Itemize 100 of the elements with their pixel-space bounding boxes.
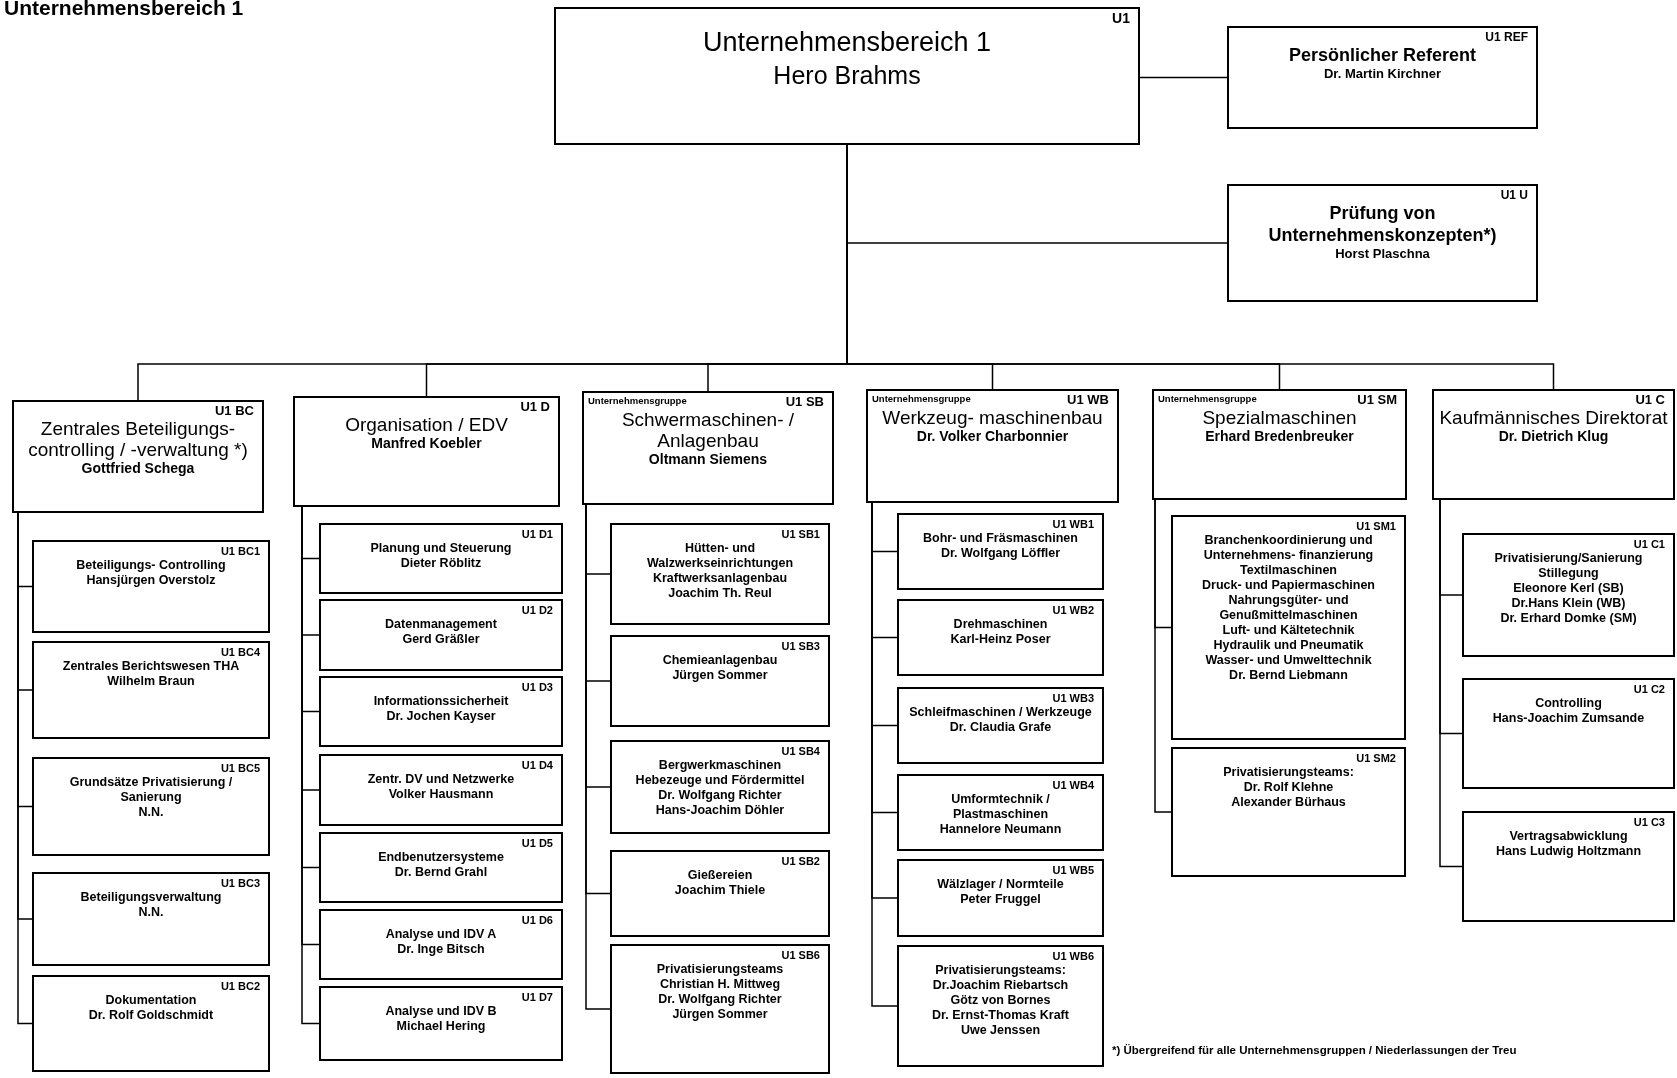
org-box [32,540,270,633]
unit-title: Endbenutzersysteme [378,850,504,865]
person-name: Eleonore Kerl (SB) [1513,581,1624,596]
unit-title: Dokumentation [105,993,197,1008]
unit-title: Chemieanlagenbau [662,653,778,668]
connector-line [1439,499,1463,868]
org-box [319,986,563,1061]
person-name: Dr. Volker Charbonnier [916,428,1069,444]
unit-title: Hütten- und Walzwerkseinrichtungen [645,541,795,571]
person-name: Dr.Joachim Riebartsch [932,978,1069,993]
person-name: N.N. [138,805,164,820]
unit-code: U1 WB6 [1052,949,1095,963]
unit-title: Controlling [1535,696,1602,711]
org-box [1227,26,1538,129]
unit-code: U1 BC4 [220,645,261,659]
org-box [897,513,1104,590]
unit-code: U1 C1 [1633,537,1666,551]
person-name: Dieter Röblitz [400,556,482,571]
org-box [319,754,563,826]
unit-code: U1 WB4 [1052,778,1095,792]
person-name: Horst Plaschna [1335,246,1430,262]
org-box [1432,389,1675,500]
person-name: N.N. [138,905,164,920]
org-box [1227,184,1538,302]
unit-title: Persönlicher Referent [1288,44,1477,66]
unit-title: Werkzeug- maschinenbau [882,407,1103,428]
person-name: Stillegung [1538,566,1599,581]
person-name: Volker Hausmann [388,787,494,802]
person-name: Gottfried Schega [81,460,195,476]
unit-code: U1 BC [215,404,255,418]
person-name: Dr. Bernd Grahl [394,865,488,880]
unit-code: U1 C3 [1633,815,1666,829]
unit-code: U1 SB2 [781,854,821,868]
unit-code: U1 BC3 [220,876,261,890]
person-name: Wilhelm Braun [107,674,195,689]
org-box [1462,811,1675,922]
org-box [554,7,1140,145]
group-label: Unternehmensgruppe [588,395,687,407]
unit-title: Bergwerkmaschinen [658,758,782,773]
person-name: Joachim Th. Reul [668,586,772,601]
unit-code: U1 SB3 [781,639,821,653]
unit-title: Zentrales Beteiligungs- controlling / -verwaltung *) [27,418,249,460]
org-box [610,523,830,625]
person-name: Dr. Inge Bitsch [397,942,485,957]
unit-code: U1 D2 [521,603,554,617]
unit-code: U1 WB5 [1052,863,1095,877]
org-box [32,975,270,1072]
org-box [897,599,1104,676]
unit-title: Branchenkoordinierung und Unternehmens- finanzierung [1202,533,1375,563]
unit-code: U1 SB [785,395,825,409]
person-name: Wasser- und Umwelttechnik [1205,653,1372,668]
unit-title: Umformtechnik / Plastmaschinen [950,792,1051,822]
unit-code: U1 SM1 [1356,519,1397,533]
person-name: Manfred Koebler [371,435,482,451]
person-name: Dr. Jochen Kayser [386,709,496,724]
unit-code: U1 D3 [521,680,554,694]
unit-title: Kaufmännisches Direktorat [1439,407,1668,428]
person-name: Karl-Heinz Poser [950,632,1051,647]
org-box [866,389,1119,503]
org-box [1171,747,1406,877]
person-name: Dr. Martin Kirchner [1324,66,1441,82]
connector-line [1139,76,1228,79]
unit-code: U1 SB1 [781,527,821,541]
unit-title: Schwermaschinen- / Anlagenbau [620,409,796,451]
unit-title: Grundsätze Privatisierung / Sanierung [68,775,234,805]
unit-code: U1 D7 [521,990,554,1004]
org-box [319,599,563,671]
org-box [610,944,830,1074]
org-box [32,872,270,966]
org-box [12,400,264,513]
unit-title: Beteiligungs- Controlling [76,558,226,573]
org-box [1171,515,1406,740]
org-box [1152,389,1407,500]
unit-title: Privatisierungsteams: [935,963,1066,978]
person-name: Hansjürgen Overstolz [86,573,216,588]
org-box [610,635,830,727]
org-box [897,945,1104,1067]
unit-code: U1 D6 [521,913,554,927]
person-name: Dr.Hans Klein (WB) [1511,596,1626,611]
unit-code: U1 BC1 [220,544,261,558]
unit-title: Vertragsabwicklung [1509,829,1628,844]
person-name: Hans-Joachim Döhler [655,803,785,818]
org-box [897,859,1104,937]
unit-title: Informationssicherheit [373,694,509,709]
person-name: Christian H. Mittweg [659,977,781,992]
unit-code: U1 D [520,400,551,414]
unit-title: Bohr- und Fräsmaschinen [923,531,1078,546]
person-name: Hydraulik und Pneumatik [1213,638,1364,653]
org-box [319,676,563,747]
unit-title: Datenmanagement [385,617,497,632]
unit-title: Privatisierung/Sanierung [1494,551,1643,566]
unit-code: U1 C2 [1633,682,1666,696]
person-name: Dr. Dietrich Klug [1498,428,1609,444]
unit-title: Analyse und IDV A [385,927,497,942]
unit-title: Privatisierungsteams [656,962,784,977]
unit-title: Unternehmensbereich 1 [702,26,992,59]
unit-title: Planung und Steuerung [370,541,512,556]
person-name: Jürgen Sommer [672,668,768,683]
person-name: Druck- und Papiermaschinen [1202,578,1375,593]
person-name: Dr. Wolfgang Richter [658,788,782,803]
